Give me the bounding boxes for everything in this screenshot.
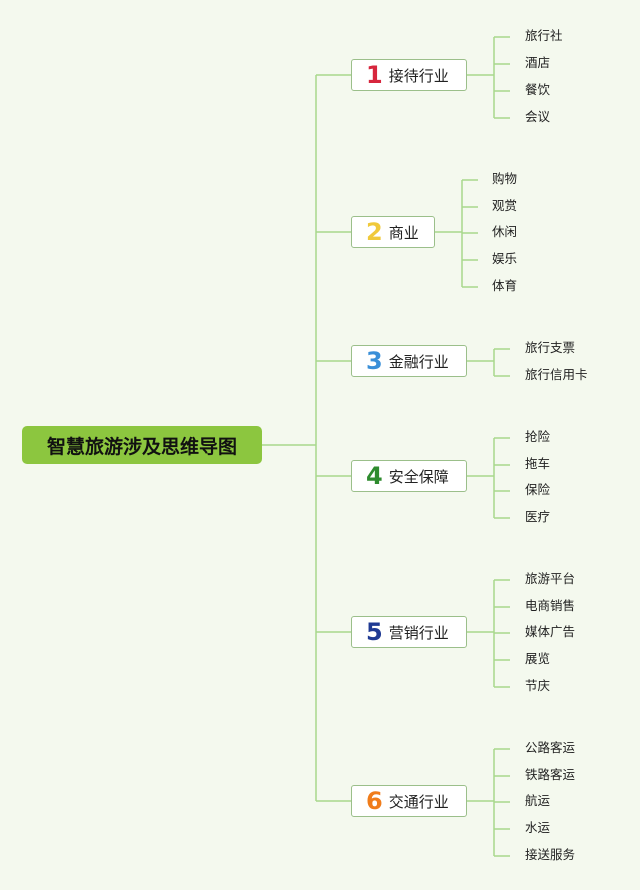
leaf-item: 旅行社 [525,28,563,43]
branch-node-5: 5 营销行业 [351,616,467,648]
leaf-item: 航运 [525,793,551,808]
leaf-item: 媒体广告 [525,624,576,639]
leaf-item: 保险 [525,482,551,497]
leaf-item: 铁路客运 [525,767,576,782]
leaf-item: 公路客运 [525,740,576,755]
leaf-item: 节庆 [525,678,551,693]
branch-label-1: 接待行业 [388,66,449,85]
leaf-item: 观赏 [492,198,518,213]
leaf-item: 接送服务 [525,847,576,862]
leaf-item: 体育 [492,278,518,293]
branch-label-2: 商业 [388,223,419,242]
branch-number-4: 4 [366,462,383,490]
leaf-item: 抢险 [525,429,551,444]
leaf-item: 医疗 [525,509,551,524]
branch-number-6: 6 [366,787,383,815]
branch-node-1: 1 接待行业 [351,59,467,91]
leaf-item: 电商销售 [525,598,576,613]
leaf-item: 旅游平台 [525,571,576,586]
leaf-item: 酒店 [525,55,551,70]
branch-number-5: 5 [366,618,383,646]
branch-node-6: 6 交通行业 [351,785,467,817]
leaf-item: 水运 [525,820,551,835]
leaf-item: 会议 [525,109,551,124]
leaf-item: 购物 [492,171,518,186]
leaf-item: 休闲 [492,224,518,239]
branch-number-1: 1 [366,61,383,89]
branch-number-3: 3 [366,347,383,375]
leaf-item: 展览 [525,651,551,666]
leaf-item: 旅行支票 [525,340,576,355]
branch-number-2: 2 [366,218,383,246]
branch-label-4: 安全保障 [388,467,449,486]
branch-label-3: 金融行业 [388,352,449,371]
branch-node-3: 3 金融行业 [351,345,467,377]
leaf-item: 拖车 [525,456,551,471]
root-node: 智慧旅游涉及思维导图 [22,426,262,464]
leaf-item: 餐饮 [525,82,551,97]
branch-node-2: 2 商业 [351,216,435,248]
leaf-item: 娱乐 [492,251,518,266]
leaf-item: 旅行信用卡 [525,367,588,382]
branch-node-4: 4 安全保障 [351,460,467,492]
branch-label-6: 交通行业 [388,792,449,811]
branch-label-5: 营销行业 [388,623,449,642]
